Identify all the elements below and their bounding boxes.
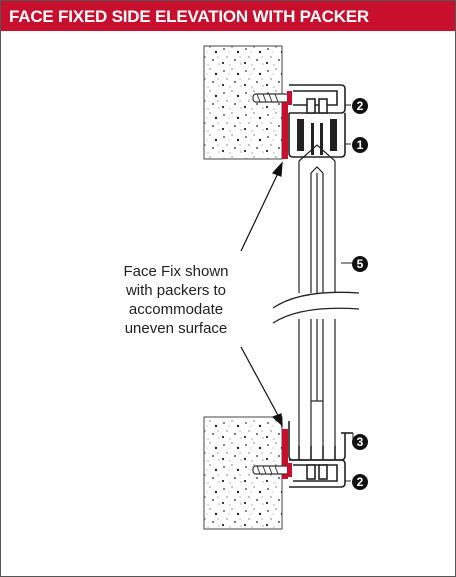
annotation-line-2: with packers to <box>125 282 227 299</box>
marker-2-bottom: 2 <box>352 474 368 490</box>
marker-2-top: 2 <box>352 98 368 114</box>
packer-bottom <box>282 429 288 479</box>
fixing-screw-top <box>252 91 292 105</box>
sill-channel-bottom <box>288 421 353 488</box>
page-title: FACE FIXED SIDE ELEVATION WITH PACKER <box>9 7 370 26</box>
leader-arrows <box>240 161 283 427</box>
marker-5: 5 <box>352 256 368 272</box>
head-channel-top <box>288 84 346 158</box>
marker-3: 3 <box>352 434 368 450</box>
packer-top <box>282 97 288 159</box>
annotation-text: Face Fix shown with packers to accommoda… <box>81 262 271 338</box>
fixing-screw-bottom <box>252 463 292 477</box>
annotation-line-3: accommodate <box>128 301 224 318</box>
annotation-line-1: Face Fix shown <box>123 263 229 280</box>
title-bar: FACE FIXED SIDE ELEVATION WITH PACKER <box>1 1 455 31</box>
marker-1: 1 <box>352 137 368 153</box>
break-line <box>272 291 360 324</box>
annotation-line-4: uneven surface <box>124 320 228 337</box>
